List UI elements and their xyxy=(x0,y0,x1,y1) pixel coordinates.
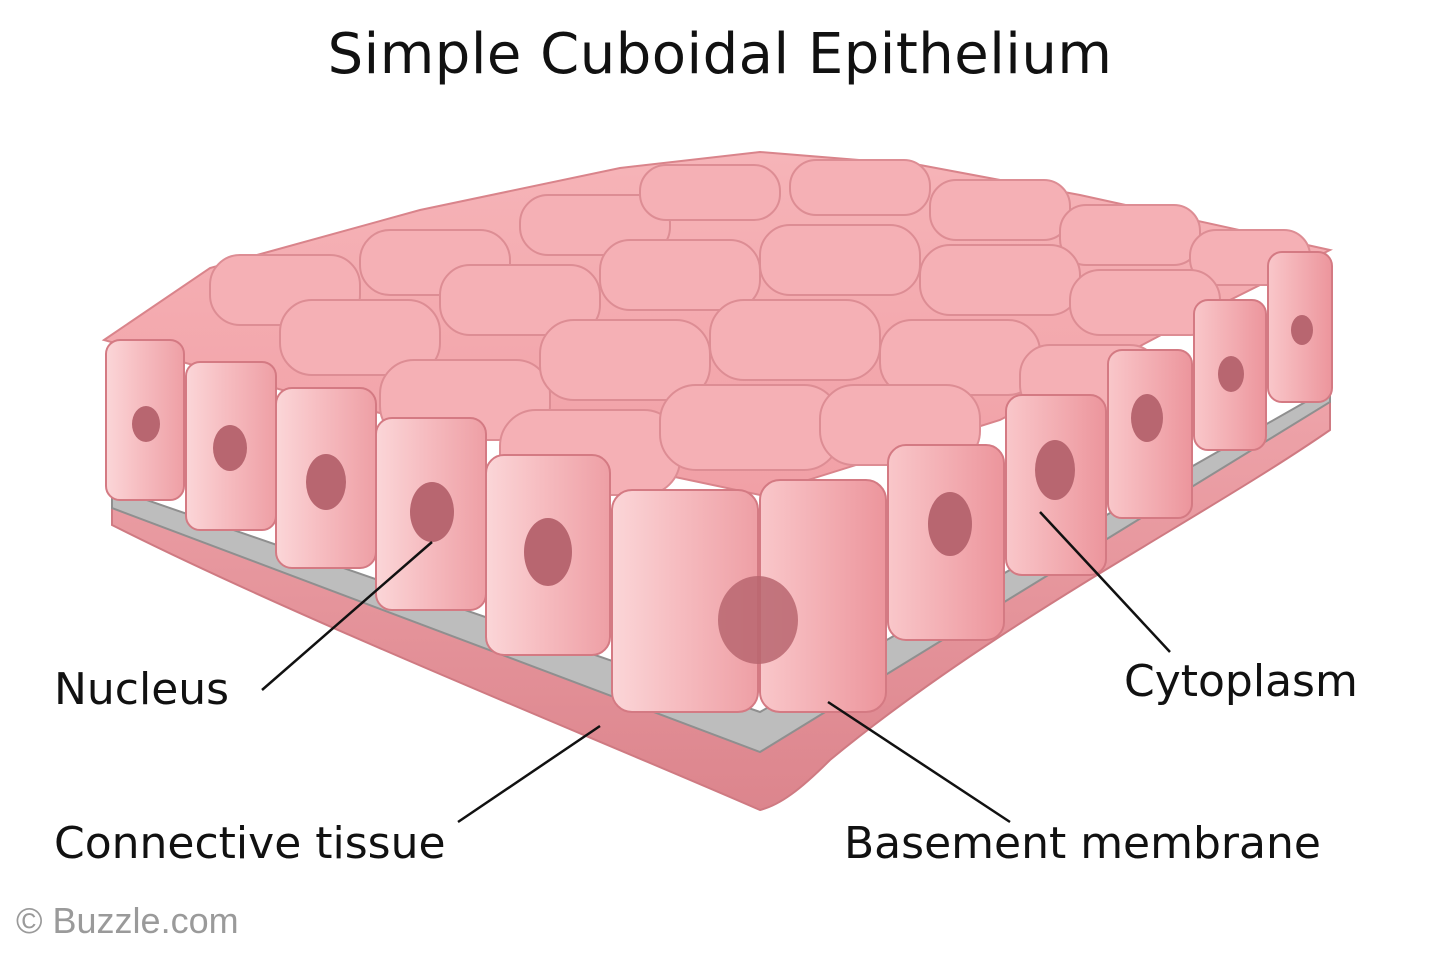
label-nucleus: Nucleus xyxy=(54,664,230,715)
basement-membrane-layer xyxy=(111,386,1331,754)
cytoplasm-leader xyxy=(1039,511,1171,653)
credit-text: © Buzzle.com xyxy=(16,900,239,941)
connective-leader xyxy=(457,724,601,824)
label-connective-tissue: Connective tissue xyxy=(54,818,446,869)
label-basement-membrane: Basement membrane xyxy=(844,818,1321,869)
nuclei xyxy=(132,315,1313,664)
leader-lines xyxy=(261,511,1171,824)
basement-leader xyxy=(827,700,1011,824)
nucleus-leader xyxy=(261,541,433,691)
diagram-title: Simple Cuboidal Epithelium xyxy=(327,22,1113,87)
label-cytoplasm: Cytoplasm xyxy=(1124,656,1358,707)
